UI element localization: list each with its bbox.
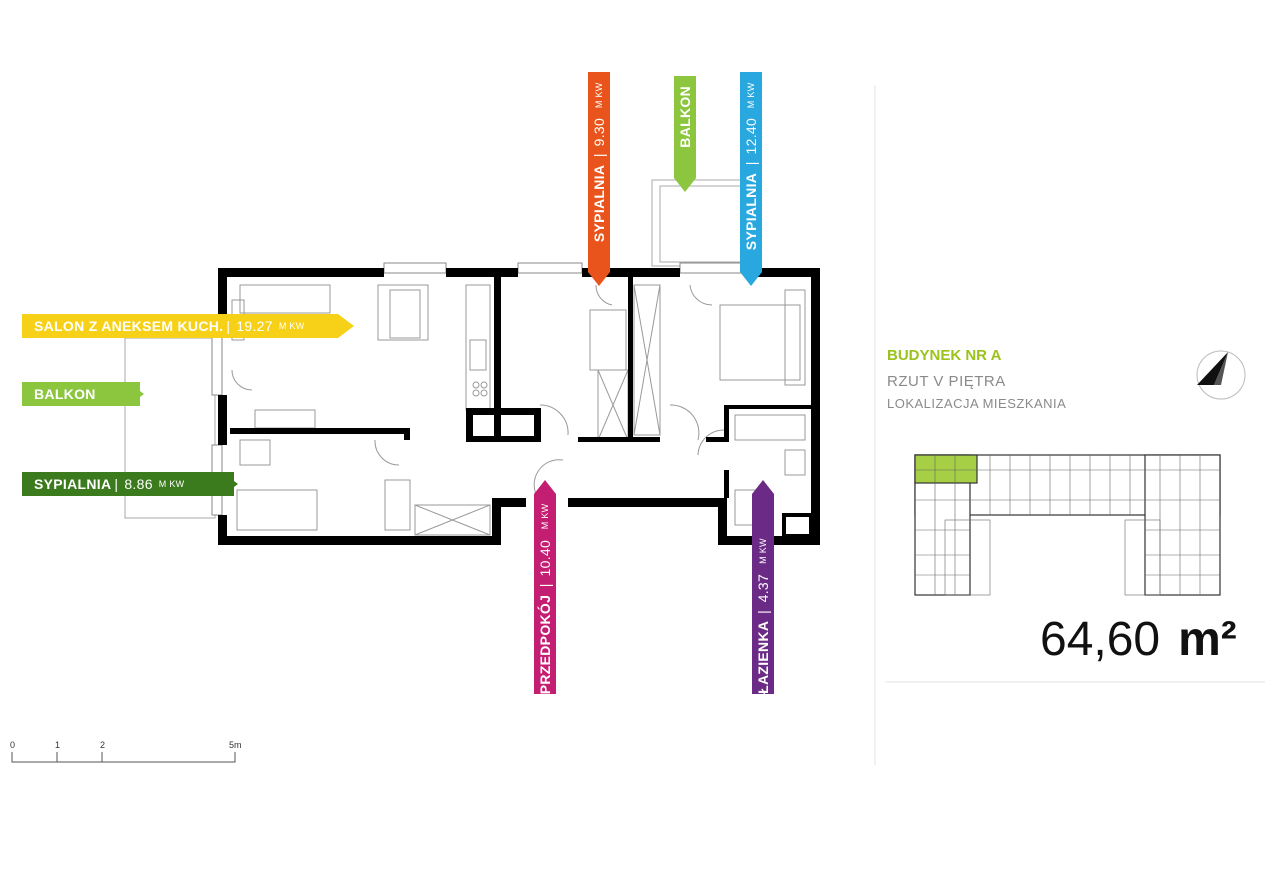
floor-label: RZUT V PIĘTRA xyxy=(887,373,1006,390)
room-tag-przedpokoj[interactable]: PRZEDPOKÓJ | 10.40 M KW xyxy=(534,494,556,694)
room-tag-balkon-left[interactable]: BALKON xyxy=(22,382,140,406)
room-name: SYPIALNIA xyxy=(743,172,759,251)
room-tag-lazienka[interactable]: ŁAZIENKA | 4.37 M KW xyxy=(752,494,774,694)
room-name: SYPIALNIA xyxy=(591,164,607,243)
room-area: 19.27 xyxy=(236,318,273,334)
room-name: BALKON xyxy=(34,386,96,402)
room-tag-sypialnia-top1[interactable]: SYPIALNIA | 9.30 M KW xyxy=(588,72,610,272)
room-name: SYPIALNIA xyxy=(34,476,112,492)
area-unit: M KW xyxy=(540,503,550,530)
room-area: 4.37 xyxy=(755,574,771,603)
separator: | xyxy=(537,583,553,588)
room-name: BALKON xyxy=(677,86,693,148)
room-area: 12.40 xyxy=(743,117,759,155)
scale-label-0: 0 xyxy=(10,740,16,750)
separator: | xyxy=(114,476,119,492)
room-tag-sypialnia-left[interactable]: SYPIALNIA | 8.86 M KW xyxy=(22,472,234,496)
area-value: 64,60 xyxy=(1040,613,1161,666)
area-unit: M KW xyxy=(278,321,305,331)
location-label: LOKALIZACJA MIESZKANIA xyxy=(887,396,1067,411)
area-unit: M KW xyxy=(746,82,756,108)
area-unit: M KW xyxy=(158,479,185,489)
scale-label-1: 1 xyxy=(55,740,61,750)
separator: | xyxy=(591,153,607,158)
building-title: BUDYNEK NR A xyxy=(887,347,1002,364)
room-tag-balkon-top[interactable]: BALKON xyxy=(674,76,696,178)
north-arrow-icon xyxy=(1196,350,1246,400)
room-area: 9.30 xyxy=(591,117,607,147)
separator: | xyxy=(755,609,771,614)
room-name: ŁAZIENKA xyxy=(755,620,771,694)
scale-label-5m: 5m xyxy=(229,740,242,750)
scale-label-2: 2 xyxy=(100,740,106,750)
area-unit: M KW xyxy=(594,82,604,108)
room-name: PRZEDPOKÓJ xyxy=(537,594,553,694)
total-area: 64,60 m² xyxy=(1040,612,1237,667)
room-tag-sypialnia-top2[interactable]: SYPIALNIA | 12.40 M KW xyxy=(740,72,762,272)
area-unit: m² xyxy=(1178,613,1237,666)
separator: | xyxy=(226,318,231,334)
area-unit: M KW xyxy=(758,538,768,564)
room-name: SALON Z ANEKSEM KUCH. xyxy=(34,318,224,334)
room-tag-salon[interactable]: SALON Z ANEKSEM KUCH. | 19.27 M KW xyxy=(22,314,350,338)
room-area: 8.86 xyxy=(124,476,153,492)
room-area: 10.40 xyxy=(537,539,553,577)
separator: | xyxy=(743,161,759,166)
